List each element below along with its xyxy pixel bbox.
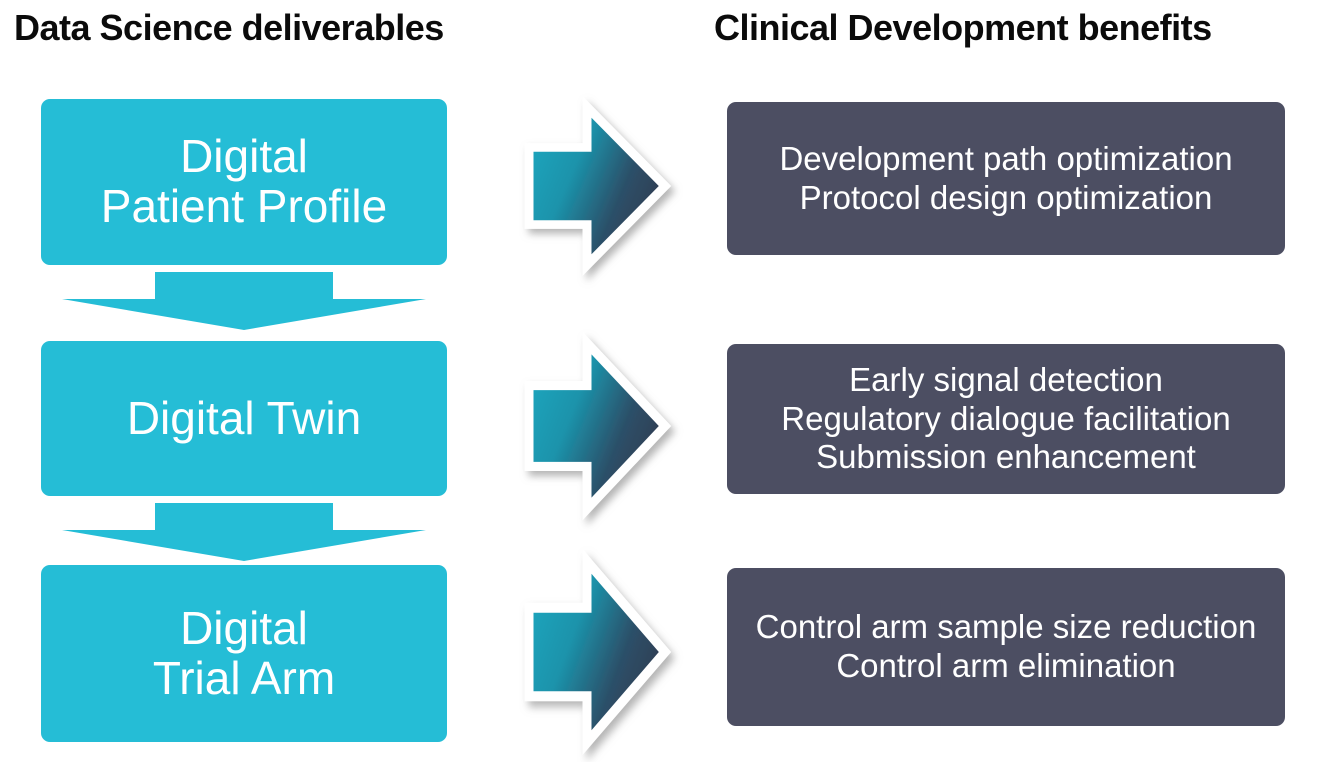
deliverable-line: Digital: [180, 601, 308, 654]
deliverable-box-digital-twin[interactable]: Digital Twin: [41, 341, 447, 496]
deliverable-line: Digital: [180, 130, 308, 183]
benefit-line: Protocol design optimization: [799, 178, 1213, 216]
deliverable-line: Trial Arm: [152, 651, 336, 704]
down-arrow-icon: [62, 503, 426, 561]
benefit-box-early-signal-detection[interactable]: Early signal detection Regulatory dialog…: [727, 344, 1285, 494]
deliverable-box-digital-patient-profile[interactable]: Digital Patient Profile: [41, 99, 447, 265]
right-arrow-icon: [524, 96, 672, 276]
left-column-heading: Data Science deliverables: [14, 7, 444, 48]
benefit-line: Early signal detection: [849, 360, 1163, 398]
benefit-line: Submission enhancement: [816, 438, 1196, 476]
deliverable-line: Patient Profile: [100, 180, 388, 232]
deliverable-label: Digital Twin: [126, 391, 362, 444]
deliverable-box-digital-trial-arm[interactable]: Digital Trial Arm: [41, 565, 447, 742]
flow-connector-profile-to-twin: [62, 272, 426, 330]
benefit-line: Control arm elimination: [836, 647, 1176, 684]
benefit-arrow-to-control-arm-reduction: [524, 548, 672, 756]
benefit-arrow-to-development-path-optimization: [524, 96, 672, 276]
right-column-heading: Clinical Development benefits: [714, 7, 1212, 48]
benefit-line: Control arm sample size reduction: [755, 608, 1257, 646]
benefit-line: Development path optimization: [779, 139, 1233, 177]
benefit-arrow-to-early-signal-detection: [524, 331, 672, 521]
down-arrow-icon: [62, 272, 426, 330]
right-arrow-icon: [524, 331, 672, 521]
deliverable-line: Digital Twin: [126, 391, 362, 444]
right-arrow-icon: [524, 548, 672, 756]
benefit-line: Regulatory dialogue facilitation: [781, 399, 1231, 437]
benefit-box-development-path-optimization[interactable]: Development path optimization Protocol d…: [727, 102, 1285, 255]
deliverable-label: Digital Patient Profile: [101, 132, 387, 231]
flow-connector-twin-to-trial-arm: [62, 503, 426, 561]
deliverable-label: Digital Trial Arm: [152, 601, 336, 704]
benefit-box-control-arm-reduction[interactable]: Control arm sample size reduction Contro…: [727, 568, 1285, 726]
